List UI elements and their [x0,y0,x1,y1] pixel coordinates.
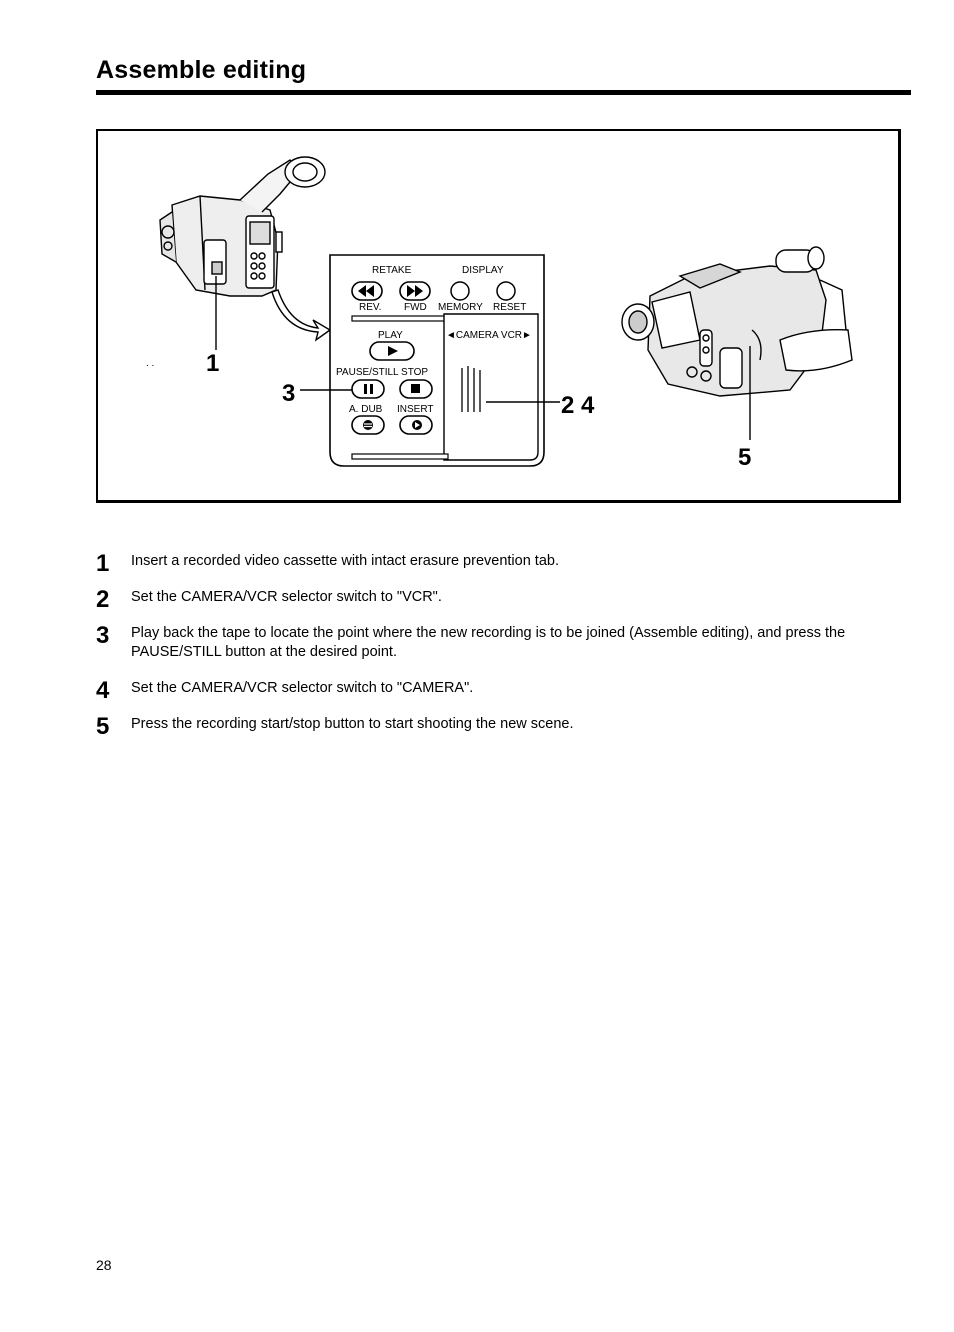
play-icon [388,346,398,356]
callout-1: 1 [206,350,219,377]
stop-button [399,379,433,399]
page-number: 28 [96,1257,112,1273]
play-button [369,341,415,361]
a-dub-button [351,415,385,435]
step-number: 1 [96,550,110,577]
callout-3: 3 [282,380,295,407]
step-number: 2 [96,586,110,613]
label-memory: MEMORY [438,302,483,313]
label-play: PLAY [378,330,403,341]
list-item: 2 Set the CAMERA/VCR selector switch to … [96,586,896,613]
steps-list: 1 Insert a recorded video cassette with … [96,550,896,749]
label-fwd: FWD [404,302,427,313]
list-item: 4 Set the CAMERA/VCR selector switch to … [96,677,896,704]
a-dub-icon [363,420,373,430]
label-a-dub: A. DUB [349,404,383,415]
list-item: 3 Play back the tape to locate the point… [96,622,896,662]
rewind-icon [358,285,374,297]
step-text: Insert a recorded video cassette with in… [131,553,559,569]
step-text: Set the CAMERA/VCR selector switch to "C… [131,680,474,696]
list-item: 5 Press the recording start/stop button … [96,713,896,740]
label-insert: INSERT [397,404,434,415]
fwd-button [399,281,431,301]
reset-button [496,281,516,301]
label-camera-vcr: ◄CAMERA VCR► [446,330,532,341]
selector-switch [461,366,481,412]
step-text: Set the CAMERA/VCR selector switch to "V… [131,589,442,605]
memory-button [450,281,470,301]
step-text: Press the recording start/stop button to… [131,716,574,732]
label-retake: RETAKE [372,265,412,276]
pause-still-button [351,379,385,399]
right-camcorder-drawing [621,246,853,397]
title-rule [96,90,911,95]
step-text: Play back the tape to locate the point w… [131,625,846,660]
control-panel: RETAKE DISPLAY REV. FWD MEMORY RESET ◄CA… [329,254,545,467]
label-display: DISPLAY [462,265,504,276]
list-item: 1 Insert a recorded video cassette with … [96,550,896,577]
label-pause-still-stop: PAUSE/STILL STOP [336,367,428,378]
step-number: 3 [96,622,110,649]
insert-button [399,415,433,435]
fast-forward-icon [407,285,423,297]
label-rev: REV. [359,302,381,313]
camcorder-illustration: 1 . . RETAKE DISPLAY REV. FWD MEMORY RES… [146,156,853,471]
figure-frame [96,129,901,503]
step-number: 4 [96,677,110,704]
callout-5: 5 [738,444,751,471]
curved-arrow-icon [271,289,332,342]
callout-2-4: 2 4 [561,392,595,419]
pause-icon [364,384,367,394]
rev-button [351,281,383,301]
left-camcorder-drawing [159,156,326,297]
step-number: 5 [96,713,110,740]
stray-marks: . . [146,358,154,369]
label-reset: RESET [493,302,526,313]
page-title: Assemble editing [96,56,307,84]
stop-icon [411,384,420,393]
